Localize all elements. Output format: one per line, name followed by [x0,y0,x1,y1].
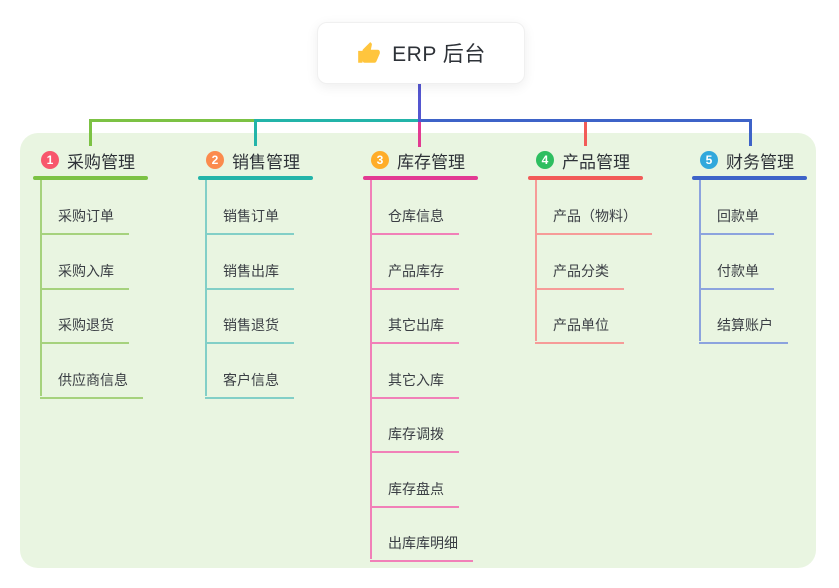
child-label: 采购入库 [40,261,129,290]
branch-trunk-line [535,180,537,341]
child-label: 采购订单 [40,206,129,235]
branch-underline [198,176,313,180]
branch-trunk-line [699,180,701,341]
branch-label: 销售管理 [232,152,300,172]
branch-4-node[interactable]: 4 产品管理 [528,147,630,173]
child-node[interactable]: 销售退货 [205,315,294,344]
child-label: 供应商信息 [40,370,143,399]
child-node[interactable]: 供应商信息 [40,370,143,399]
child-label: 产品单位 [535,315,624,344]
child-label: 回款单 [699,206,774,235]
child-label: 销售订单 [205,206,294,235]
child-label: 付款单 [699,261,774,290]
branch-underline [363,176,478,180]
child-label: 其它入库 [370,370,459,399]
child-node[interactable]: 销售出库 [205,261,294,290]
child-node[interactable]: 产品库存 [370,261,459,290]
child-label: 库存调拨 [370,424,459,453]
branch-2-node[interactable]: 2 销售管理 [198,147,300,173]
child-label: 采购退货 [40,315,129,344]
branch-label: 库存管理 [397,152,465,172]
child-node[interactable]: 库存调拨 [370,424,459,453]
branch-index-badge: 3 [371,151,389,169]
branch-label: 采购管理 [67,152,135,172]
branch-underline [33,176,148,180]
child-node[interactable]: 结算账户 [699,315,788,344]
child-label: 产品库存 [370,261,459,290]
root-label: ERP 后台 [392,43,486,66]
branch-3-node[interactable]: 3 库存管理 [363,147,465,173]
child-node[interactable]: 产品单位 [535,315,624,344]
branch-index-badge: 4 [536,151,554,169]
branch-underline [528,176,643,180]
branch-underline [692,176,807,180]
child-node[interactable]: 采购订单 [40,206,129,235]
branch-1-node[interactable]: 1 采购管理 [33,147,135,173]
child-node[interactable]: 产品分类 [535,261,624,290]
child-node[interactable]: 库存盘点 [370,479,459,508]
child-label: 产品（物料） [535,206,652,235]
child-node[interactable]: 仓库信息 [370,206,459,235]
child-label: 销售出库 [205,261,294,290]
child-node[interactable]: 其它入库 [370,370,459,399]
child-label: 库存盘点 [370,479,459,508]
child-label: 销售退货 [205,315,294,344]
child-node[interactable]: 采购退货 [40,315,129,344]
child-label: 结算账户 [699,315,788,344]
thumbs-up-icon [356,40,382,66]
child-node[interactable]: 客户信息 [205,370,294,399]
child-label: 其它出库 [370,315,459,344]
root-node[interactable]: ERP 后台 [317,22,525,84]
branch-5-node[interactable]: 5 财务管理 [692,147,794,173]
child-label: 产品分类 [535,261,624,290]
branch-index-badge: 5 [700,151,718,169]
child-node[interactable]: 出库库明细 [370,533,473,562]
branch-label: 产品管理 [562,152,630,172]
child-node[interactable]: 回款单 [699,206,774,235]
branch-index-badge: 2 [206,151,224,169]
child-node[interactable]: 销售订单 [205,206,294,235]
branch-trunk-line [370,180,372,559]
branch-index-badge: 1 [41,151,59,169]
branches-panel [20,133,816,568]
child-label: 仓库信息 [370,206,459,235]
child-node[interactable]: 付款单 [699,261,774,290]
child-node[interactable]: 采购入库 [40,261,129,290]
child-node[interactable]: 产品（物料） [535,206,652,235]
child-label: 客户信息 [205,370,294,399]
child-label: 出库库明细 [370,533,473,562]
branch-label: 财务管理 [726,152,794,172]
child-node[interactable]: 其它出库 [370,315,459,344]
